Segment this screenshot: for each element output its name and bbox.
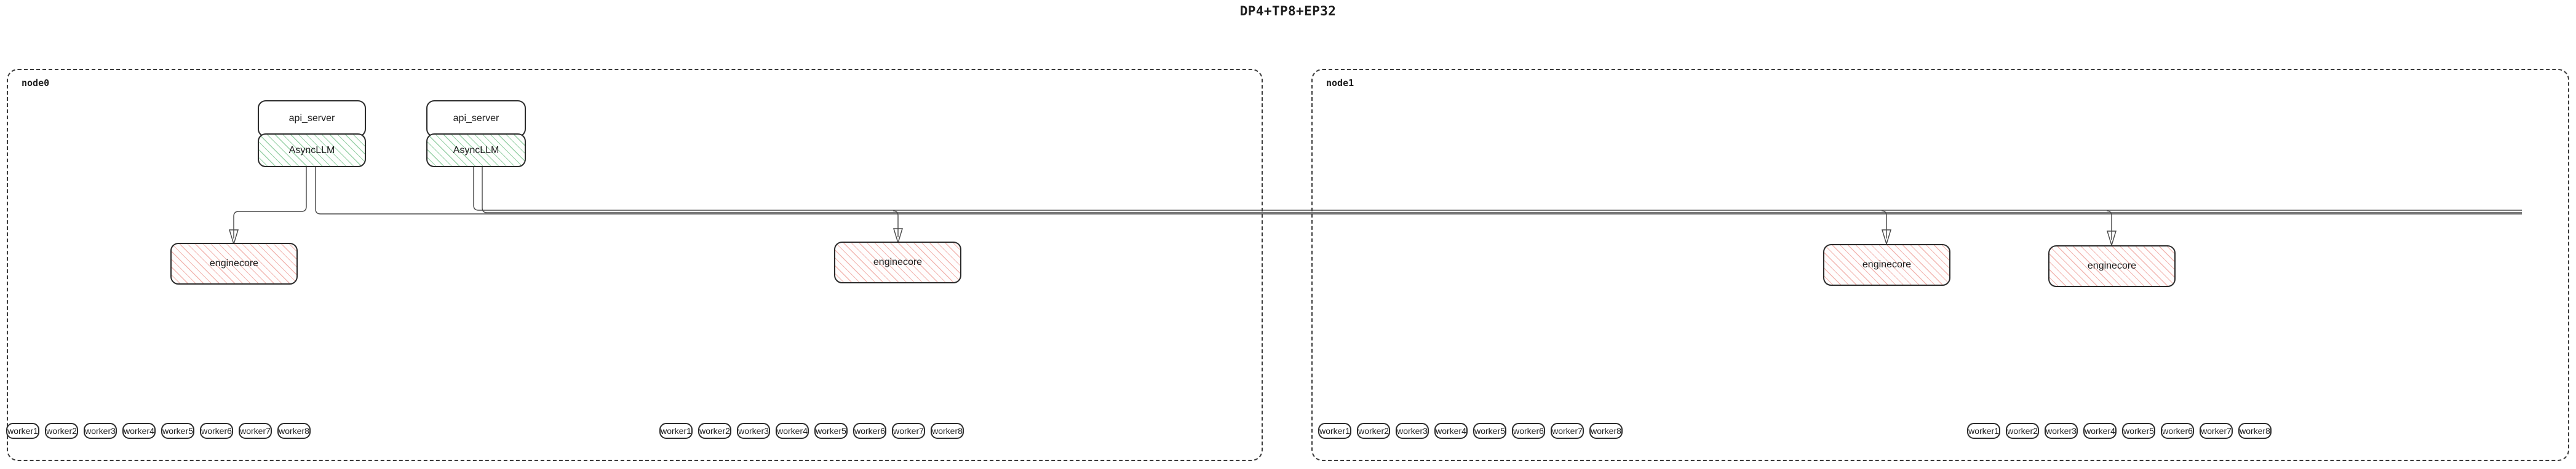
node-cluster-node1[interactable]: node1 — [1311, 69, 2569, 461]
worker-label: worker7 — [240, 426, 271, 436]
worker-box[interactable]: worker6 — [200, 423, 233, 439]
worker-group: worker1 worker2 worker3 worker4 worker5 … — [1967, 423, 2272, 439]
node-cluster-node0[interactable]: node0 — [7, 69, 1263, 461]
node-cluster-label-node1: node1 — [1326, 77, 1354, 89]
node-cluster-label-node0: node0 — [22, 77, 50, 89]
enginecore-box[interactable]: enginecore — [834, 242, 961, 283]
worker-box[interactable]: worker8 — [931, 423, 964, 439]
enginecore-box[interactable]: enginecore — [170, 243, 298, 285]
worker-label: worker5 — [816, 426, 846, 436]
worker-group: worker1 worker2 worker3 worker4 worker5 … — [6, 423, 311, 439]
api-server-label: api_server — [288, 113, 335, 124]
worker-box[interactable]: worker6 — [2161, 423, 2194, 439]
worker-label: worker2 — [1358, 426, 1389, 436]
worker-box[interactable]: worker3 — [84, 423, 117, 439]
worker-label: worker3 — [85, 426, 116, 436]
worker-label: worker8 — [932, 426, 963, 436]
asyncllm-box[interactable]: AsyncLLM — [426, 133, 526, 167]
worker-group: worker1 worker2 worker3 worker4 worker5 … — [659, 423, 964, 439]
worker-label: worker7 — [2201, 426, 2232, 436]
worker-label: worker1 — [1968, 426, 1999, 436]
worker-label: worker3 — [2046, 426, 2077, 436]
worker-label: worker1 — [7, 426, 38, 436]
worker-box[interactable]: worker7 — [2200, 423, 2233, 439]
worker-box[interactable]: worker2 — [2006, 423, 2039, 439]
worker-box[interactable]: worker4 — [1434, 423, 1468, 439]
worker-label: worker4 — [777, 426, 808, 436]
worker-box[interactable]: worker1 — [6, 423, 39, 439]
worker-box[interactable]: worker7 — [892, 423, 925, 439]
worker-box[interactable]: worker2 — [1357, 423, 1390, 439]
worker-box[interactable]: worker8 — [1589, 423, 1623, 439]
api-server-box[interactable]: api_server — [426, 100, 526, 137]
worker-label: worker3 — [738, 426, 769, 436]
worker-box[interactable]: worker7 — [1551, 423, 1584, 439]
worker-label: worker4 — [2085, 426, 2115, 436]
worker-label: worker5 — [1474, 426, 1505, 436]
enginecore-label: enginecore — [209, 258, 259, 269]
worker-label: worker8 — [1591, 426, 1621, 436]
enginecore-label: enginecore — [873, 257, 923, 267]
worker-box[interactable]: worker1 — [1967, 423, 2000, 439]
worker-group: worker1 worker2 worker3 worker4 worker5 … — [1318, 423, 1623, 439]
worker-label: worker5 — [2123, 426, 2154, 436]
worker-label: worker6 — [201, 426, 232, 436]
worker-box[interactable]: worker8 — [277, 423, 311, 439]
worker-box[interactable]: worker3 — [737, 423, 770, 439]
worker-box[interactable]: worker5 — [814, 423, 848, 439]
worker-label: worker6 — [1513, 426, 1544, 436]
worker-box[interactable]: worker2 — [45, 423, 78, 439]
worker-box[interactable]: worker6 — [853, 423, 886, 439]
enginecore-box[interactable]: enginecore — [1823, 244, 1950, 286]
worker-box[interactable]: worker6 — [1512, 423, 1545, 439]
worker-label: worker8 — [279, 426, 309, 436]
enginecore-box[interactable]: enginecore — [2048, 245, 2176, 287]
worker-label: worker7 — [1552, 426, 1583, 436]
worker-label: worker8 — [2240, 426, 2270, 436]
worker-box[interactable]: worker5 — [1473, 423, 1506, 439]
asyncllm-box[interactable]: AsyncLLM — [258, 133, 366, 167]
worker-label: worker1 — [661, 426, 691, 436]
page-title: DP4+TP8+EP32 — [1239, 4, 1337, 18]
api-server-label: api_server — [453, 113, 499, 124]
worker-box[interactable]: worker7 — [239, 423, 272, 439]
enginecore-label: enginecore — [2087, 261, 2137, 271]
worker-label: worker5 — [162, 426, 193, 436]
worker-label: worker2 — [2007, 426, 2038, 436]
worker-label: worker6 — [854, 426, 885, 436]
worker-label: worker6 — [2162, 426, 2193, 436]
worker-label: worker2 — [46, 426, 77, 436]
worker-box[interactable]: worker8 — [2238, 423, 2272, 439]
worker-box[interactable]: worker3 — [1396, 423, 1429, 439]
worker-box[interactable]: worker3 — [2045, 423, 2078, 439]
asyncllm-label: AsyncLLM — [453, 144, 499, 156]
worker-label: worker2 — [699, 426, 730, 436]
worker-box[interactable]: worker5 — [2122, 423, 2155, 439]
worker-box[interactable]: worker5 — [161, 423, 194, 439]
asyncllm-label: AsyncLLM — [288, 144, 335, 156]
enginecore-label: enginecore — [1862, 259, 1912, 270]
worker-label: worker4 — [124, 426, 154, 436]
worker-box[interactable]: worker4 — [776, 423, 809, 439]
api-server-box[interactable]: api_server — [258, 100, 366, 137]
worker-label: worker7 — [893, 426, 924, 436]
worker-label: worker1 — [1319, 426, 1350, 436]
worker-box[interactable]: worker1 — [1318, 423, 1351, 439]
worker-label: worker3 — [1397, 426, 1428, 436]
worker-box[interactable]: worker2 — [698, 423, 731, 439]
worker-label: worker4 — [1436, 426, 1466, 436]
worker-box[interactable]: worker4 — [2083, 423, 2117, 439]
worker-box[interactable]: worker1 — [659, 423, 693, 439]
worker-box[interactable]: worker4 — [122, 423, 156, 439]
